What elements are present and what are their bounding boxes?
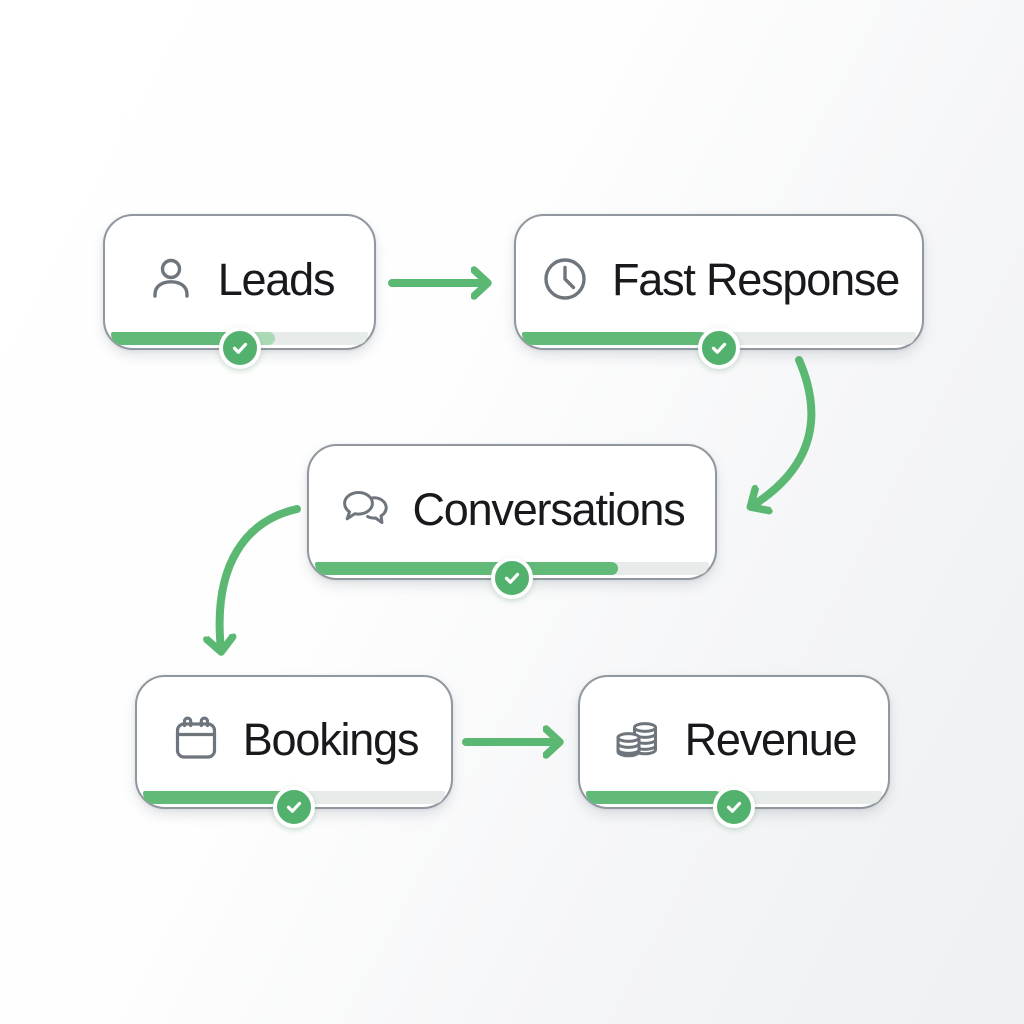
node-label: Conversations	[412, 483, 685, 535]
node-fast-response: Fast Response	[514, 214, 924, 369]
clock-icon	[539, 253, 591, 305]
coins-icon	[612, 713, 664, 765]
progress-fill	[586, 791, 723, 804]
check-badge	[218, 327, 261, 369]
node-bookings: Bookings	[135, 675, 453, 828]
node-leads: Leads	[103, 214, 376, 369]
progress-fill	[111, 332, 245, 345]
progress-bar	[522, 332, 916, 345]
check-badge	[698, 327, 740, 369]
node-conversations: Conversations	[307, 444, 717, 599]
check-badge	[713, 786, 755, 828]
progress-fill	[143, 791, 285, 804]
node-revenue: Revenue	[578, 675, 890, 828]
node-label: Leads	[217, 253, 336, 305]
check-badge	[491, 557, 533, 599]
check-badge	[273, 786, 315, 828]
node-label: Revenue	[684, 713, 858, 765]
progress-fill	[522, 332, 708, 345]
arrow-conversations-to-bookings	[220, 505, 301, 650]
node-label: Bookings	[242, 713, 420, 765]
progress-fill	[315, 562, 619, 575]
node-label: Fast Response	[611, 253, 900, 305]
calendar-icon	[170, 713, 222, 765]
person-icon	[145, 253, 197, 305]
arrow-fast-response-to-conversations	[752, 356, 816, 506]
chat-bubbles-icon	[339, 483, 391, 535]
